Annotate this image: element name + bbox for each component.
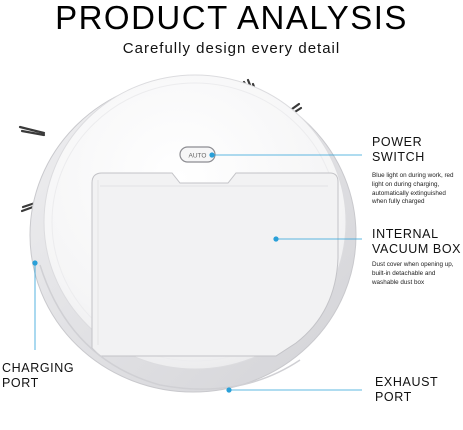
page-subtitle: Carefully design every detail (122, 40, 341, 57)
exhaust-port-label: EXHAUST PORT (375, 375, 438, 405)
power-switch-description: Blue light on during work, red light on … (372, 172, 454, 206)
vacuum-box-label: INTERNAL VACUUM BOX (372, 227, 461, 257)
power-switch-label: POWER SWITCH (372, 135, 425, 165)
dust-box-cover (91, 172, 339, 357)
charging-port-label-line2: PORT (2, 376, 39, 390)
callout-lines (32, 152, 362, 393)
power-switch-label-line2: SWITCH (372, 150, 425, 164)
power-switch-label-line1: POWER (372, 135, 423, 149)
vacuum-box-label-line1: INTERNAL (372, 227, 439, 241)
vacuum-box-description: Dust cover when opening up, built-in det… (372, 261, 454, 286)
auto-button-text: AUTO (189, 153, 207, 160)
exhaust-port-label-line1: EXHAUST (375, 375, 439, 389)
page-title: PRODUCT ANALYSIS (55, 0, 408, 36)
charging-port-label-line1: CHARGING (2, 361, 75, 375)
charging-port-label: CHARGING PORT (2, 361, 74, 391)
vacuum-box-label-line2: VACUUM BOX (372, 242, 462, 256)
auto-button (179, 146, 216, 163)
exhaust-port-label-line2: PORT (375, 390, 412, 404)
